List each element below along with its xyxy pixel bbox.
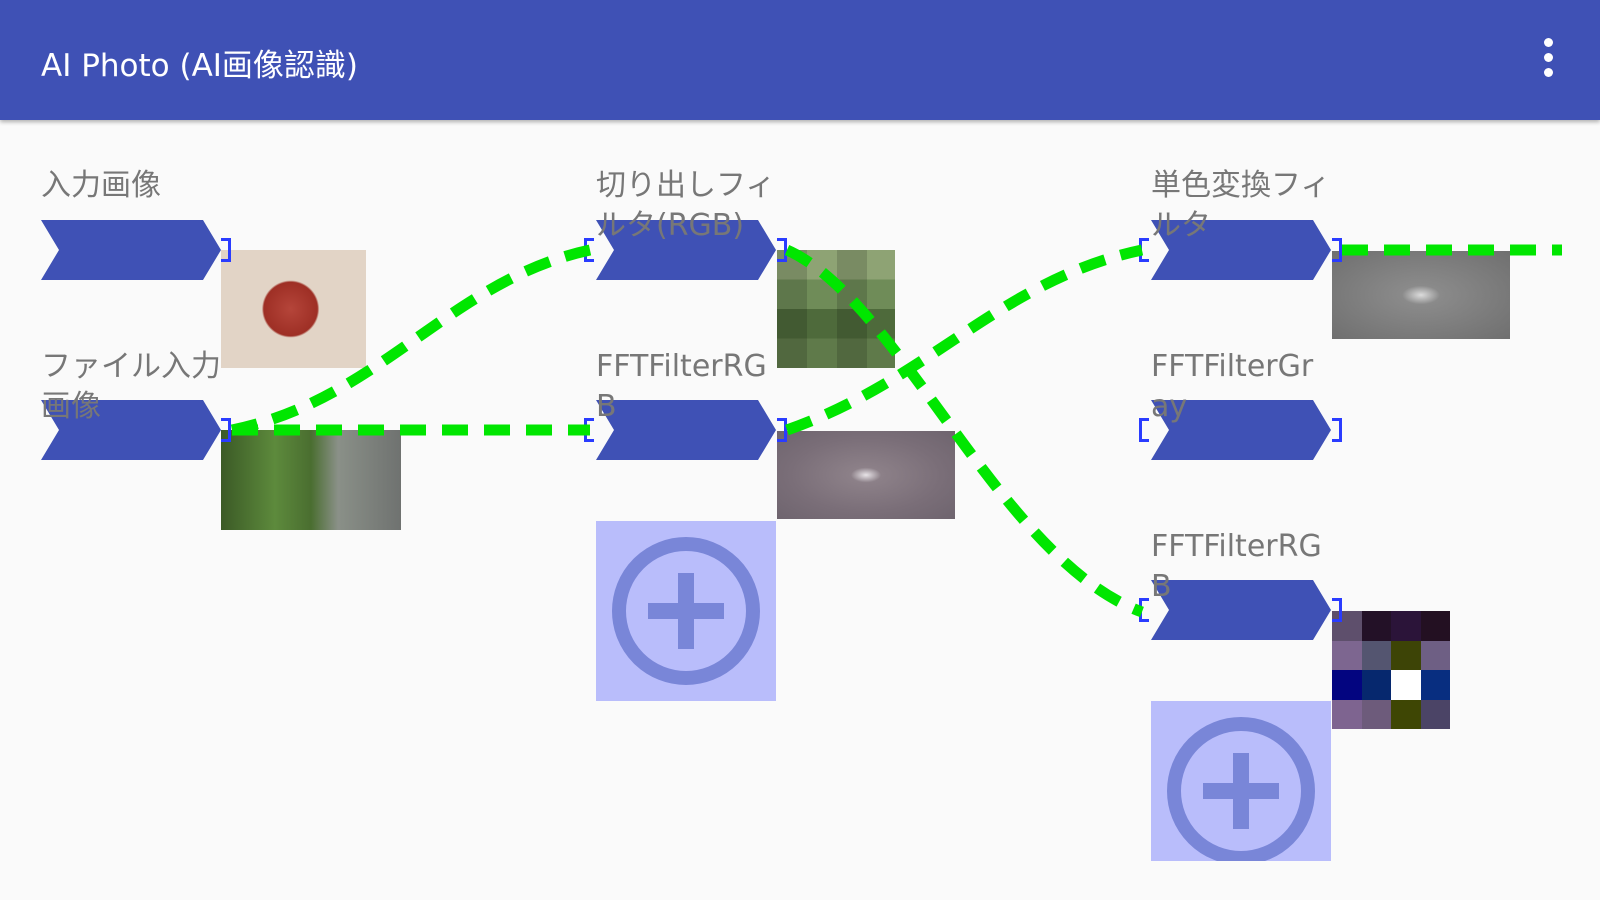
- node-mono-filter[interactable]: [1151, 220, 1331, 280]
- node-label: 切り出しフィルタ(RGB): [596, 168, 776, 243]
- gray-fft-thumbnail: [1332, 251, 1510, 339]
- fft-thumbnail: [777, 431, 955, 519]
- output-port[interactable]: [1332, 238, 1342, 262]
- node-label: 単色変換フィルタ: [1151, 168, 1331, 243]
- output-port[interactable]: [777, 238, 787, 262]
- output-port[interactable]: [221, 238, 231, 262]
- node-label: 入力画像: [41, 168, 161, 203]
- input-port[interactable]: [584, 418, 594, 442]
- output-port[interactable]: [1332, 598, 1342, 622]
- input-port[interactable]: [584, 238, 594, 262]
- node-file-input-image[interactable]: [41, 400, 221, 460]
- garden-thumbnail: [221, 430, 401, 530]
- node-input-image[interactable]: [41, 220, 221, 280]
- node-fft-rgb-2[interactable]: [1151, 580, 1331, 640]
- apple-thumbnail: [221, 250, 366, 368]
- app-bar: AI Photo (AI画像認識): [0, 0, 1600, 120]
- node-label: ファイル入力画像: [41, 349, 221, 424]
- node-crop-filter[interactable]: [596, 220, 776, 280]
- pixel-grid-thumbnail: [1332, 611, 1450, 729]
- add-node-button[interactable]: [1151, 701, 1331, 861]
- app-title: AI Photo (AI画像認識): [41, 48, 359, 84]
- more-vert-icon[interactable]: [1536, 38, 1560, 84]
- add-node-button[interactable]: [596, 521, 776, 701]
- input-port[interactable]: [1139, 238, 1149, 262]
- input-port[interactable]: [1139, 598, 1149, 622]
- mosaic-thumbnail: [777, 250, 895, 368]
- node-fft-gray[interactable]: [1151, 400, 1331, 460]
- output-port[interactable]: [777, 418, 787, 442]
- node-fft-rgb[interactable]: [596, 400, 776, 460]
- node-label: FFTFilterRGB: [596, 349, 767, 424]
- output-port[interactable]: [221, 418, 231, 442]
- node-label: FFTFilterGray: [1151, 349, 1314, 424]
- output-port[interactable]: [1332, 418, 1342, 442]
- node-label: FFTFilterRGB: [1151, 529, 1322, 604]
- input-port[interactable]: [1139, 418, 1149, 442]
